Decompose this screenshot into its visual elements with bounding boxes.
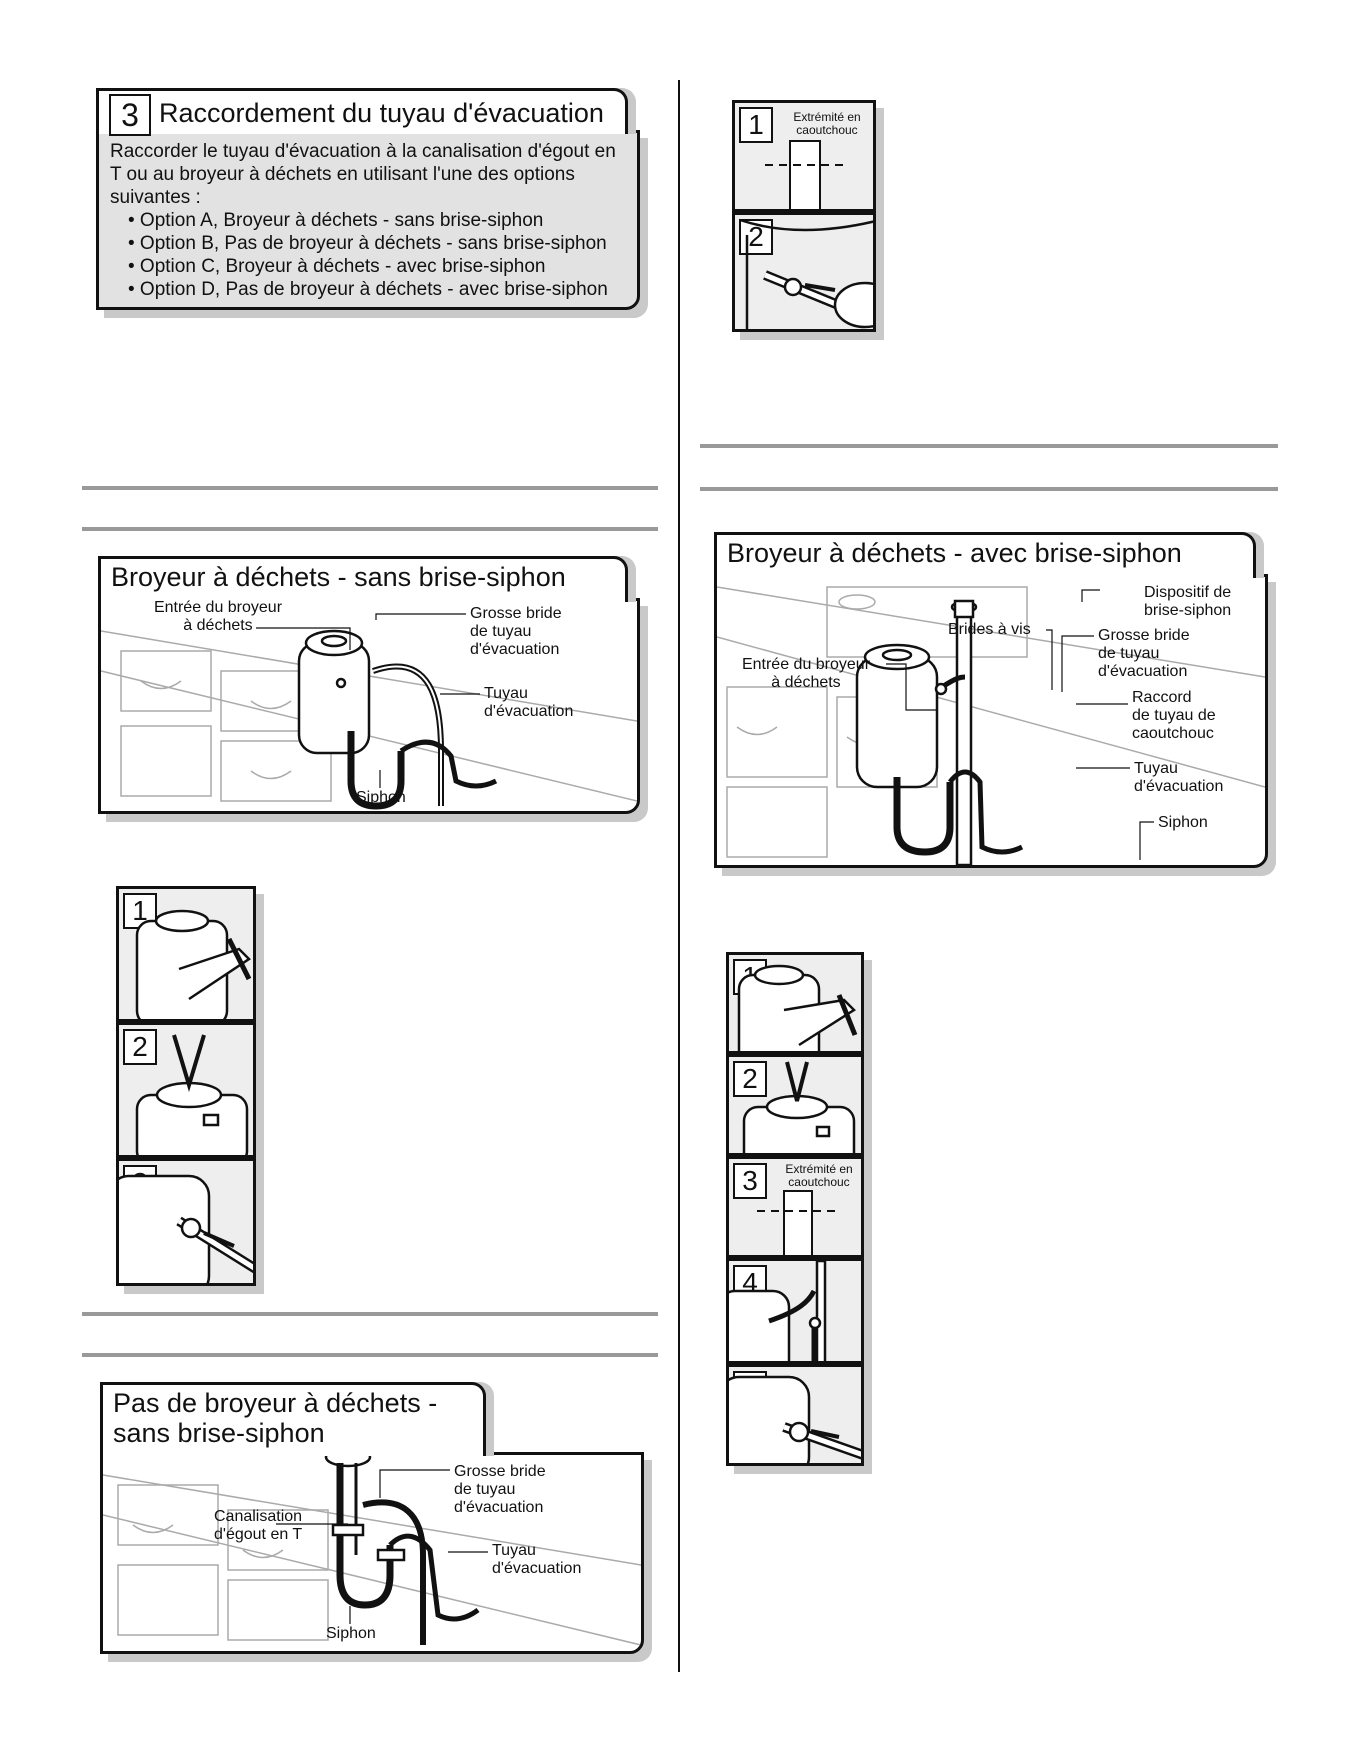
panel-c-label-trap: Siphon — [1158, 814, 1208, 831]
rule-left-2 — [82, 527, 658, 531]
steps-c-step-2: 2 — [726, 1054, 864, 1156]
panel-a-title: Broyeur à déchets - sans brise-siphon — [111, 562, 566, 592]
steps-a-step-1: 1 — [116, 886, 256, 1022]
option-d: • Option D, Pas de broyeur à déchets - a… — [128, 279, 608, 300]
rule-left-3 — [82, 1312, 658, 1316]
panel-c-label-screwclamps: Brides à vis — [948, 621, 1031, 638]
steps-top-step-2: 2 — [732, 212, 876, 332]
panel-c-title: Broyeur à déchets - avec brise-siphon — [727, 538, 1182, 568]
panel-b — [100, 1452, 644, 1654]
panel-c-tab: Broyeur à déchets - avec brise-siphon — [714, 532, 1256, 578]
steps-c-step-4: 4 — [726, 1258, 864, 1364]
section3-intro: Raccorder le tuyau d'évacuation à la can… — [110, 141, 616, 208]
section3-tab: 3 Raccordement du tuyau d'évacuation — [96, 88, 628, 136]
rule-left-1 — [82, 486, 658, 490]
panel-b-title-2: sans brise-siphon — [113, 1417, 325, 1448]
section3-title: Raccordement du tuyau d'évacuation — [159, 98, 604, 129]
option-b: • Option B, Pas de broyeur à déchets - s… — [128, 233, 607, 254]
option-c: • Option C, Broyeur à déchets - avec bri… — [128, 256, 546, 277]
panel-a-tab: Broyeur à déchets - sans brise-siphon — [98, 556, 628, 602]
panel-b-title-1: Pas de broyeur à déchets - — [113, 1388, 438, 1418]
panel-a-label-trap: Siphon — [356, 789, 406, 806]
steps-c-step-1: 1 — [726, 952, 864, 1054]
rule-right-1 — [700, 444, 1278, 448]
steps-a-step-3: 3 — [116, 1158, 256, 1286]
section3-number: 3 — [109, 94, 151, 136]
steps-c-step-5: 5 — [726, 1364, 864, 1466]
rule-right-2 — [700, 487, 1278, 491]
steps-a-strip: 1 2 3 — [116, 886, 256, 1286]
section3-text: Raccorder le tuyau d'évacuation à la can… — [110, 140, 630, 301]
option-a: • Option A, Broyeur à déchets - sans bri… — [128, 210, 544, 231]
column-divider — [678, 80, 680, 1672]
panel-b-tab: Pas de broyeur à déchets - sans brise-si… — [100, 1382, 486, 1456]
panel-b-label-trap: Siphon — [326, 1625, 376, 1642]
panel-b-illustration — [103, 1455, 641, 1646]
steps-a-step-2: 2 — [116, 1022, 256, 1158]
rule-left-4 — [82, 1353, 658, 1357]
